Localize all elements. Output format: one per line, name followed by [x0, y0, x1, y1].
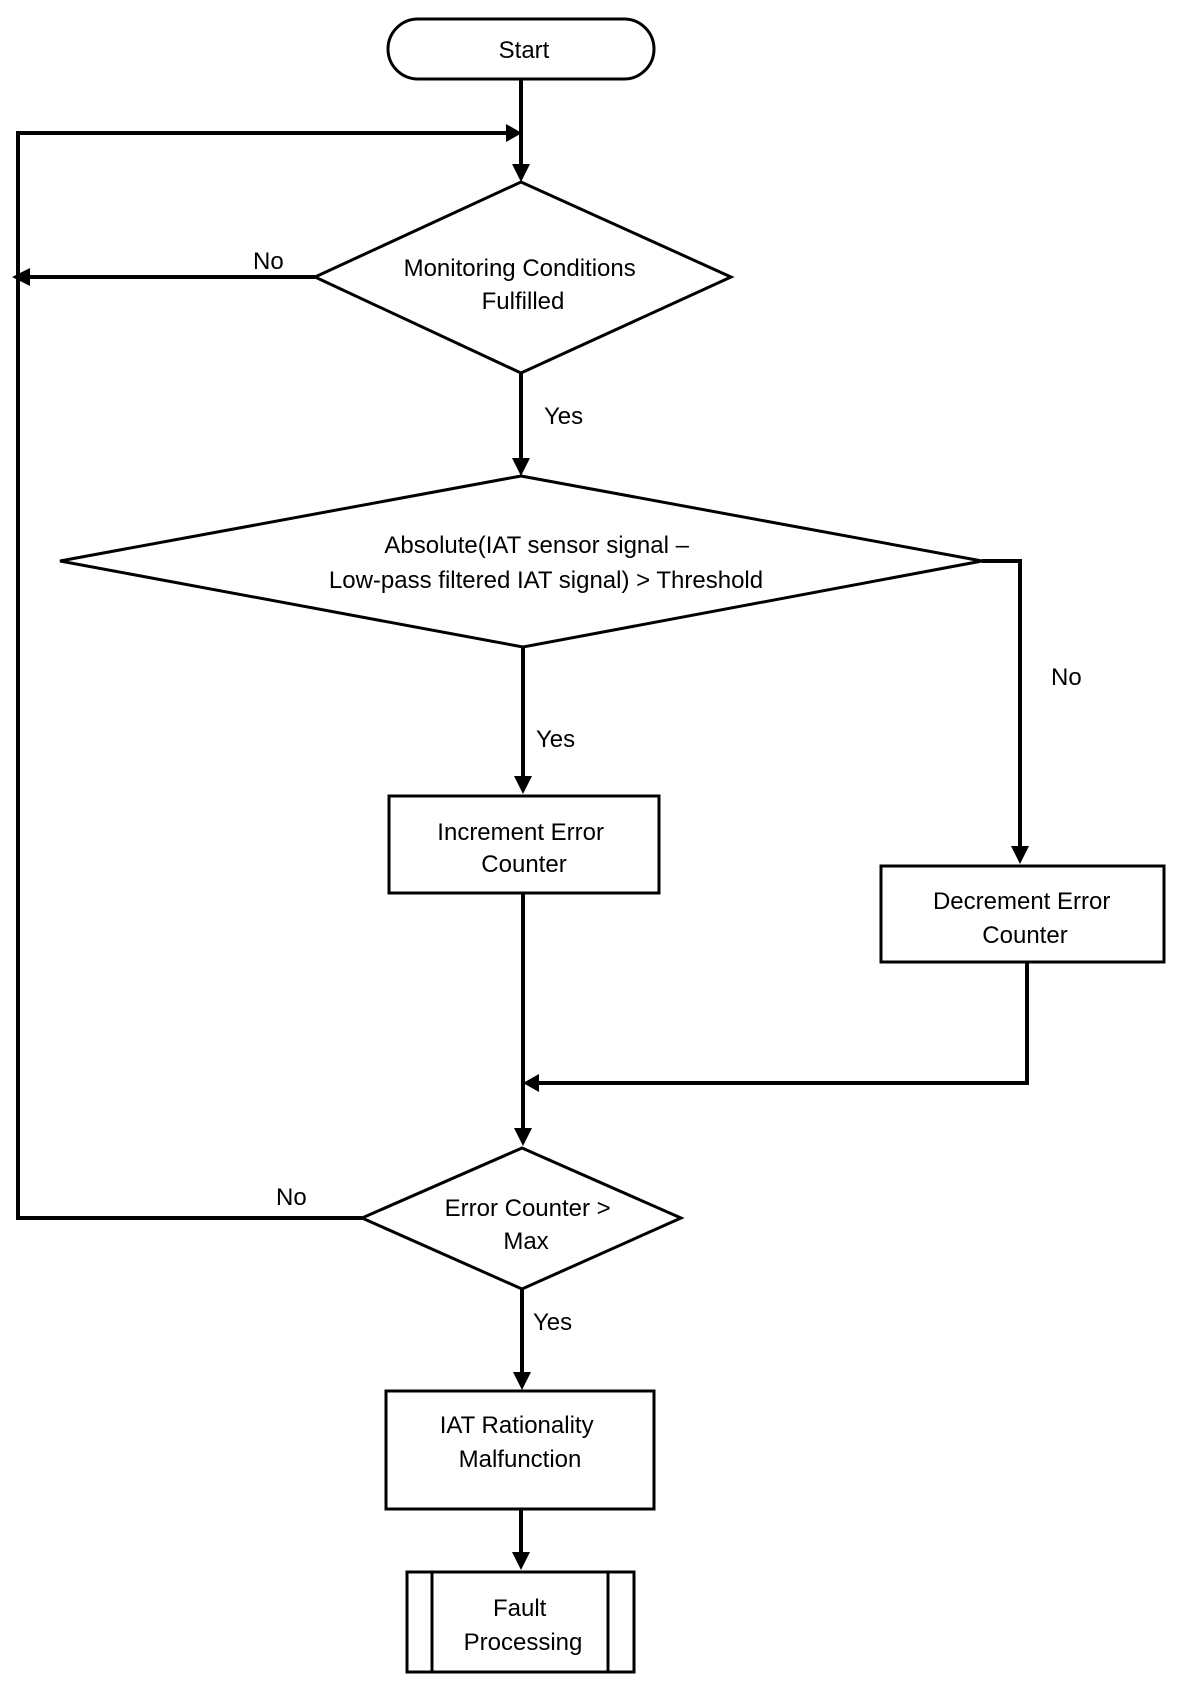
threshold-decision-label: Absolute(IAT sensor signal – Low-pass fi…: [329, 532, 763, 594]
label-counter-no: No: [276, 1184, 307, 1211]
start-terminator-shape: [386, 17, 656, 81]
arrowhead-increment: [514, 776, 532, 794]
counter-label-line-2: Max: [503, 1228, 548, 1255]
malfunction-label: IAT Rationality Malfunction: [440, 1412, 601, 1473]
connectors: [12, 79, 1029, 1570]
threshold-decision-diamond: [59, 474, 983, 649]
counter-decision-diamond: [358, 1146, 685, 1291]
malfunction-label-line-2: Malfunction: [459, 1446, 582, 1473]
malfunction-node: IAT Rationality Malfunction: [384, 1389, 656, 1511]
increment-label-line-2: Counter: [481, 851, 566, 878]
counter-label-line-1: Error Counter >: [445, 1195, 611, 1222]
fault-label-line-2: Processing: [464, 1629, 583, 1656]
malfunction-box: [384, 1389, 656, 1511]
monitoring-decision-diamond: [311, 180, 735, 375]
counter-decision-label: Error Counter > Max: [445, 1195, 618, 1255]
fault-processing-label: Fault Processing: [464, 1595, 583, 1656]
threshold-decision-node: Absolute(IAT sensor signal – Low-pass fi…: [59, 474, 983, 649]
arrowhead-monitoring: [512, 164, 530, 182]
fault-processing-box: [405, 1570, 636, 1674]
decrement-label-line-1: Decrement Error: [933, 888, 1110, 915]
increment-counter-label: Increment Error Counter: [437, 819, 610, 878]
label-monitoring-yes: Yes: [544, 403, 583, 430]
start-label-line-1: Start: [499, 37, 550, 64]
label-monitoring-no: No: [253, 248, 284, 275]
threshold-label-line-1: Absolute(IAT sensor signal –: [384, 532, 689, 559]
monitoring-decision-label: Monitoring Conditions Fulfilled: [404, 255, 643, 315]
arrowhead-counter: [514, 1128, 532, 1146]
label-threshold-yes: Yes: [536, 726, 575, 753]
arrowhead-monitoring-no: [12, 268, 30, 286]
start-label: Start: [499, 37, 550, 64]
decrement-label-line-2: Counter: [982, 922, 1067, 949]
fault-processing-node: Fault Processing: [405, 1570, 636, 1674]
edge-decrement-to-merge: [539, 962, 1029, 1085]
monitoring-label-line-2: Fulfilled: [482, 288, 565, 315]
edge-counter-no-loop: [16, 131, 506, 1220]
increment-counter-box: [387, 794, 661, 895]
arrowhead-loop-top: [506, 124, 522, 142]
label-threshold-no: No: [1051, 664, 1082, 691]
decrement-counter-label: Decrement Error Counter: [933, 888, 1117, 949]
arrowhead-decrement: [1011, 846, 1029, 864]
edge-threshold-no: [982, 559, 1022, 846]
counter-decision-node: Error Counter > Max: [358, 1146, 685, 1291]
monitoring-label-line-1: Monitoring Conditions: [404, 255, 636, 282]
malfunction-label-line-1: IAT Rationality: [440, 1412, 594, 1439]
fault-label-line-1: Fault: [493, 1595, 547, 1622]
increment-counter-node: Increment Error Counter: [387, 794, 661, 895]
decrement-counter-node: Decrement Error Counter: [879, 864, 1166, 964]
arrowhead-fault: [512, 1552, 530, 1570]
arrowhead-threshold: [512, 458, 530, 476]
increment-label-line-1: Increment Error: [437, 819, 604, 846]
decrement-counter-box: [879, 864, 1166, 964]
monitoring-decision-node: Monitoring Conditions Fulfilled: [311, 180, 735, 375]
start-node: Start: [386, 17, 656, 81]
arrowhead-merge: [523, 1074, 539, 1092]
edge-labels: No Yes Yes No No Yes: [253, 248, 1082, 1336]
threshold-label-line-2: Low-pass filtered IAT signal) > Threshol…: [329, 567, 763, 594]
label-counter-yes: Yes: [533, 1309, 572, 1336]
arrowhead-malfunction: [513, 1372, 531, 1390]
